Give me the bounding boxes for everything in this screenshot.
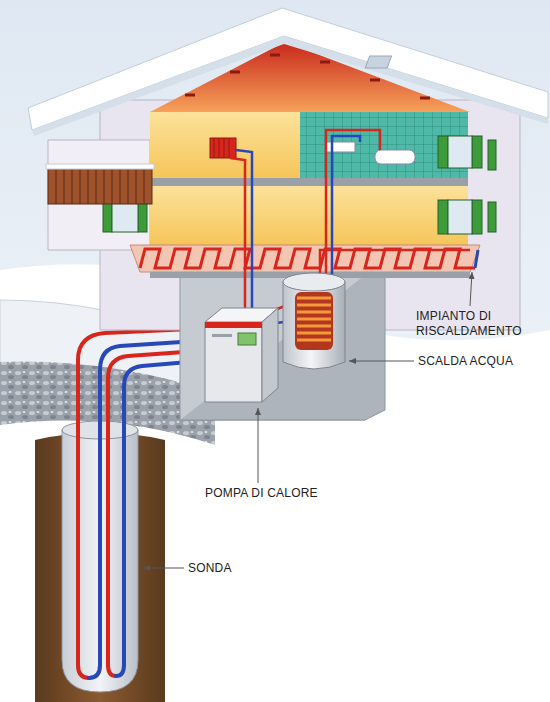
house-pipes xyxy=(230,130,470,325)
windows-shutters-part xyxy=(488,140,496,170)
interior-rooms-part xyxy=(325,142,355,152)
leader-lines-part xyxy=(258,408,259,483)
basement-part xyxy=(180,268,385,420)
water-heater-part xyxy=(297,298,331,340)
leader-lines-part xyxy=(470,272,472,306)
windows-shutters-part xyxy=(438,200,448,234)
leader-lines-part xyxy=(349,361,414,362)
interior-rooms-part xyxy=(150,178,468,186)
house-pipes-part xyxy=(326,130,380,277)
leader-lines-part xyxy=(143,568,184,569)
part-label: IMPIANTO DI RISCALDAMENTO xyxy=(416,309,534,339)
interior-rooms-part xyxy=(210,138,236,158)
roof-snow-part xyxy=(32,36,548,136)
water-heater-part xyxy=(283,282,345,369)
heat-pump-part xyxy=(205,322,262,328)
windows-shutters xyxy=(103,136,496,234)
roof-snow-part xyxy=(28,8,548,130)
roof-snow-part xyxy=(365,56,391,68)
heat-pump-part xyxy=(212,334,232,337)
windows-shutters-part xyxy=(448,200,472,234)
house-pipes-part xyxy=(332,136,360,277)
windows-shutters-part xyxy=(472,200,482,234)
part-label: POMPA DI CALORE xyxy=(205,486,345,501)
borehole xyxy=(62,421,138,692)
probe-pipes-part xyxy=(108,430,116,676)
windows-shutters-part xyxy=(112,200,138,232)
water-heater xyxy=(283,273,345,369)
probe-pipes-part xyxy=(89,430,100,678)
windows-shutters-part xyxy=(448,136,472,168)
snow-background-part xyxy=(0,264,550,702)
heat-pump-part xyxy=(238,333,256,345)
house-pipes-part xyxy=(236,150,252,310)
basement xyxy=(180,268,385,420)
windows-shutters-part xyxy=(438,136,448,168)
probe-pipes-part xyxy=(78,430,89,678)
water-heater-part xyxy=(295,292,333,350)
house-pipes-part xyxy=(230,158,245,310)
windows-shutters-part xyxy=(103,200,112,232)
floor-heating-coil-part xyxy=(475,250,478,268)
interior-rooms-part xyxy=(150,112,300,178)
part-label: SONDA xyxy=(188,561,268,576)
water-heater-part xyxy=(283,273,345,291)
windows-shutters-part xyxy=(138,200,147,232)
balcony-part xyxy=(56,168,144,204)
interior-rooms-part xyxy=(375,150,415,164)
heat-pump xyxy=(205,308,278,402)
part-label: SCALDA ACQUA xyxy=(418,354,548,369)
floor-heating-coil xyxy=(140,249,478,268)
balcony xyxy=(46,164,154,204)
roof-snow xyxy=(28,8,548,136)
interior-rooms-part xyxy=(214,138,229,158)
balcony-part xyxy=(46,164,154,169)
balcony-part xyxy=(48,168,152,204)
heat-pump-part xyxy=(205,322,262,402)
interior-rooms-part xyxy=(150,186,468,245)
heat-pump-part xyxy=(262,308,278,402)
house-pipes-part xyxy=(320,250,470,277)
probe-pipes-part xyxy=(116,430,124,676)
floor-heating-coil-part xyxy=(140,249,475,268)
windows-shutters-part xyxy=(472,136,482,168)
borehole-part xyxy=(62,430,138,692)
interior-rooms xyxy=(130,112,480,278)
windows-shutters-part xyxy=(488,202,496,232)
